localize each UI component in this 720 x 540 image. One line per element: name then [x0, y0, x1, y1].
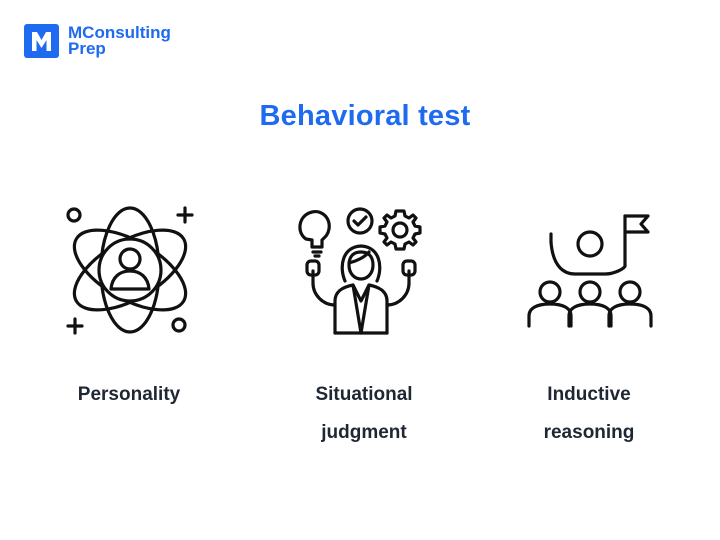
label-line: Inductive — [547, 384, 631, 405]
brand-logo[interactable]: MConsulting Prep — [24, 24, 171, 58]
atom-person-icon — [66, 206, 194, 335]
brand-name: MConsulting Prep — [68, 23, 171, 58]
m-logo-icon — [24, 24, 59, 58]
brand-name-line1: MConsulting — [68, 23, 171, 42]
label-personality: Personality — [29, 376, 229, 414]
group-with-flag-icon — [527, 214, 653, 328]
label-line: reasoning — [543, 422, 635, 443]
label-inductive-reasoning: Inductive reasoning — [489, 376, 689, 452]
label-line: Situational — [315, 384, 413, 405]
brand-name-line2: Prep — [68, 39, 106, 58]
page-title: Behavioral test — [259, 100, 471, 132]
person-with-lightbulb-check-gear-icon — [298, 207, 422, 335]
label-line: judgment — [321, 422, 407, 443]
label-situational-judgment: Situational judgment — [264, 376, 464, 452]
label-line: Personality — [77, 384, 181, 405]
